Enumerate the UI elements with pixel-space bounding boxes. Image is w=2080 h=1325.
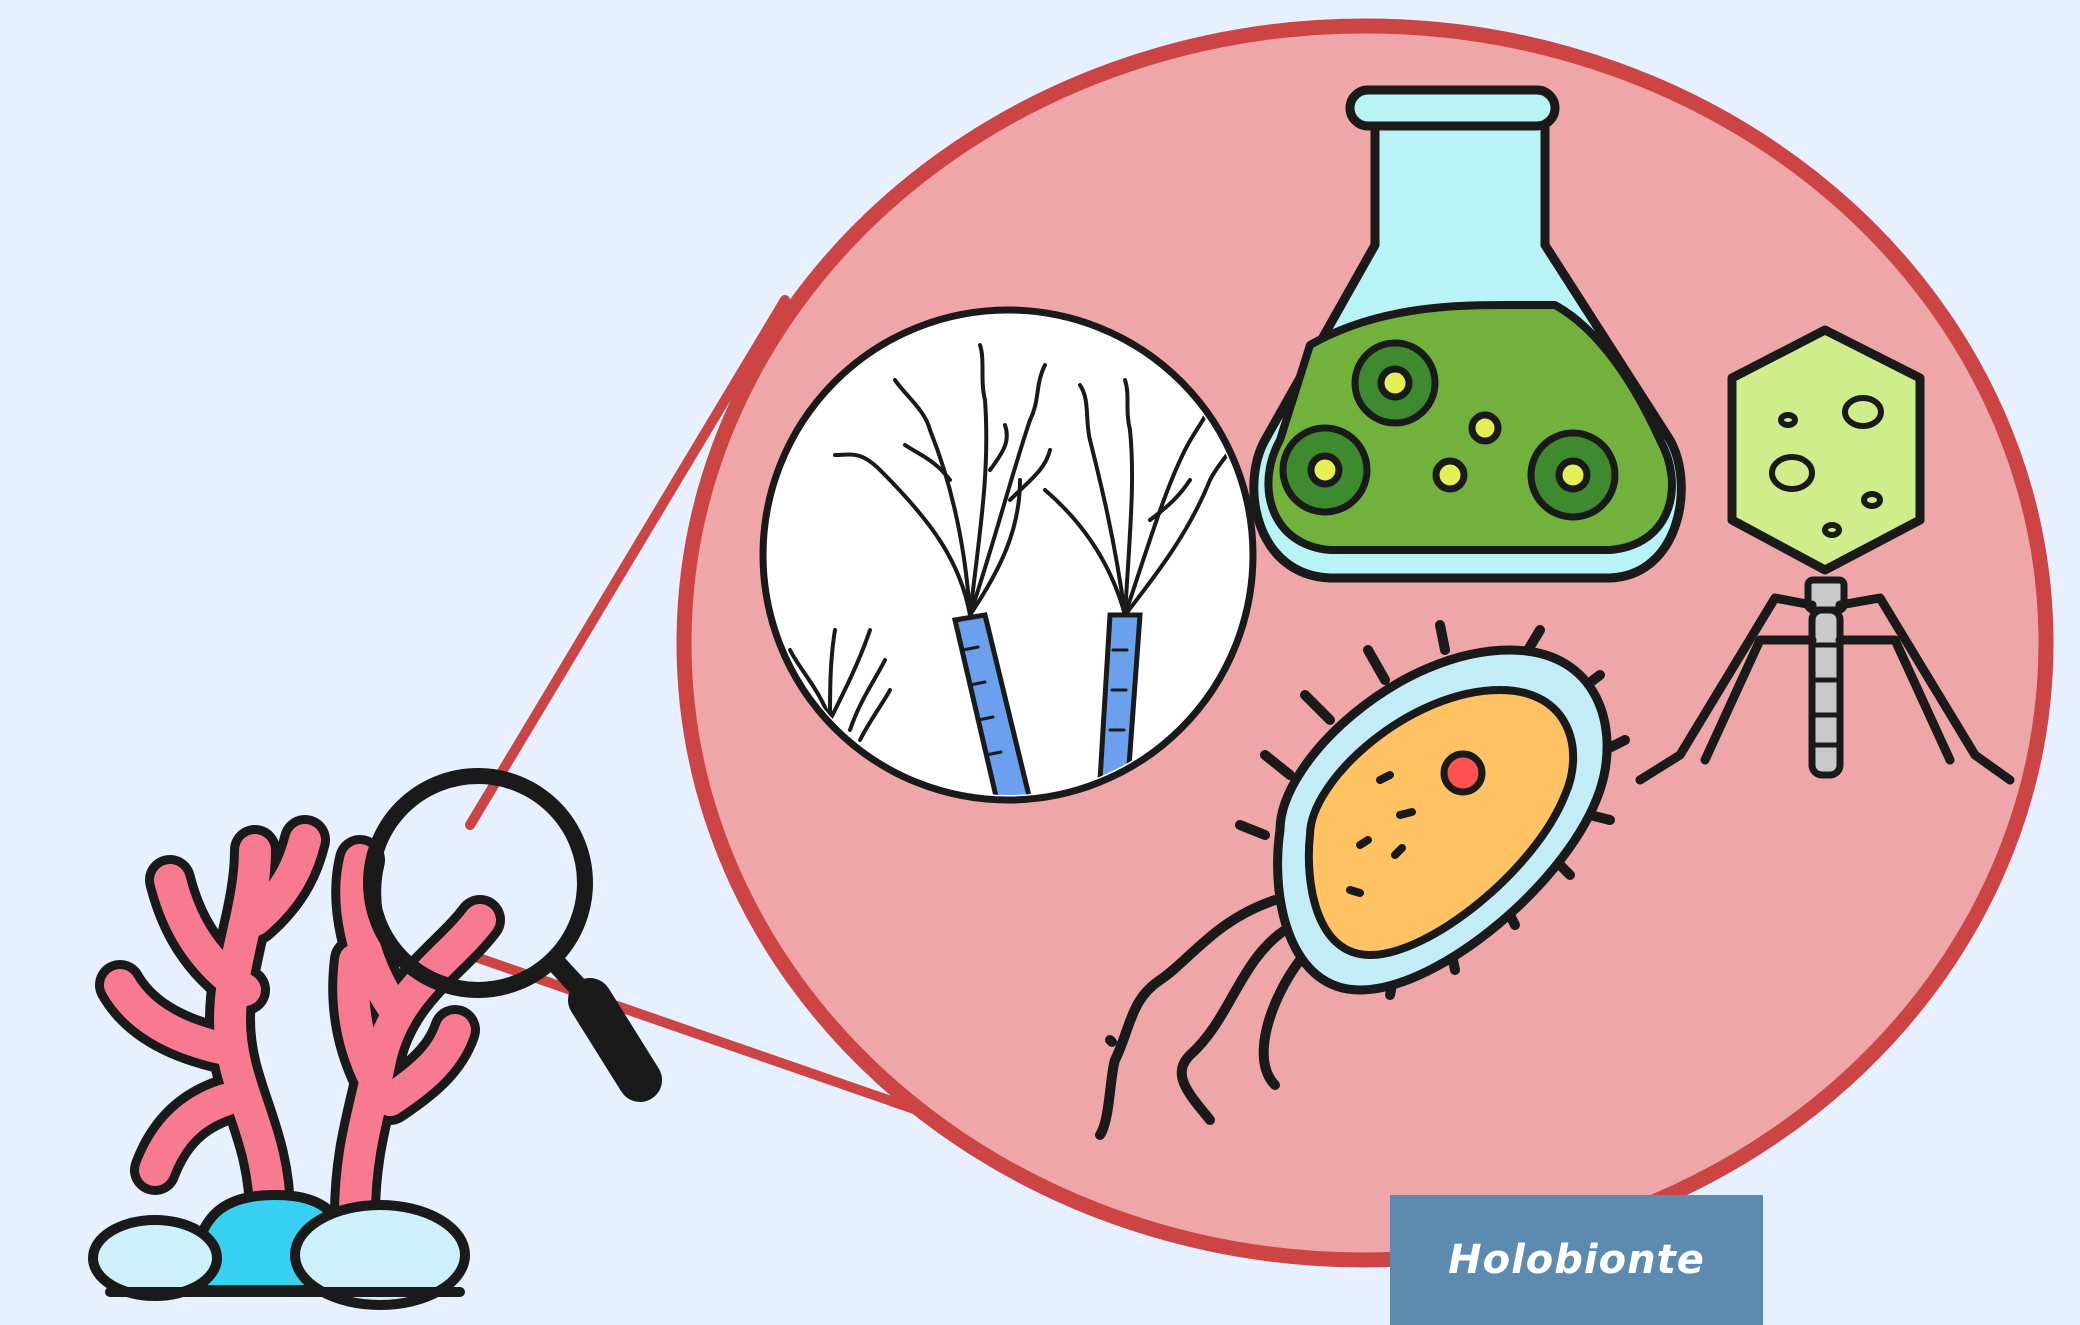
holobiont-label: Holobionte [1390,1195,1763,1325]
coral-icon [93,840,480,1305]
holobiont-label-text: Holobionte [1448,1237,1705,1283]
hyphae-icon [763,310,1253,805]
